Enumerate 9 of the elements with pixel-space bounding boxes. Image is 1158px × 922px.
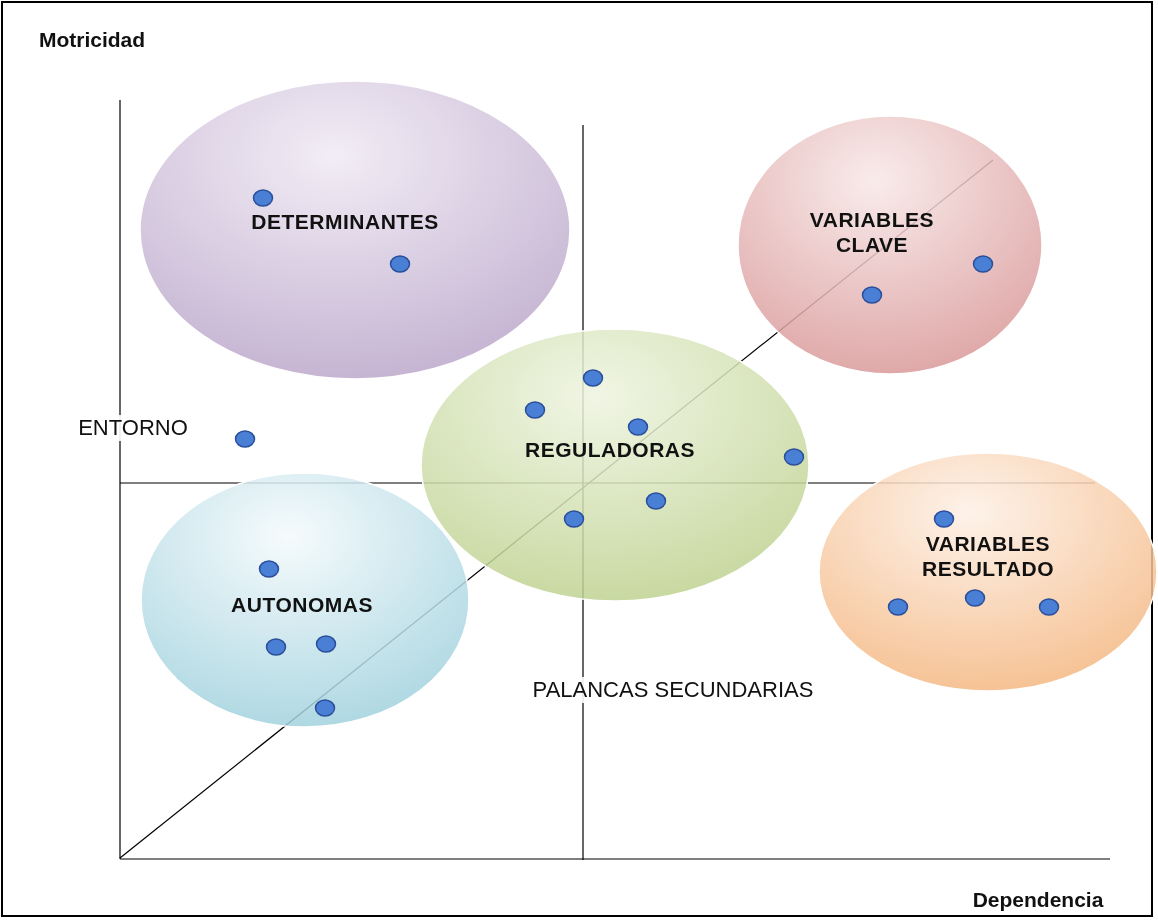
cluster-label: AUTONOMAS (230, 592, 374, 618)
axis-title: Motricidad (38, 28, 146, 52)
region-label: ENTORNO (78, 415, 188, 441)
region-label: PALANCAS SECUNDARIAS (532, 677, 814, 703)
cluster-label: VARIABLES CLAVE (808, 206, 936, 258)
cluster-label: VARIABLES RESULTADO (920, 530, 1056, 582)
cluster-label: REGULADORAS (524, 437, 696, 463)
axis-title: Dependencia (972, 888, 1104, 912)
cluster-label: DETERMINANTES (250, 209, 440, 235)
